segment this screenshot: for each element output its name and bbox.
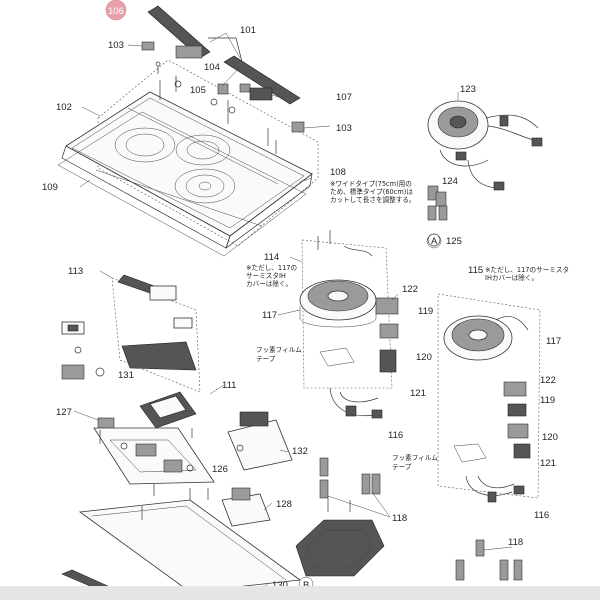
label-102: 102 [56, 102, 72, 113]
label-125: 125 [446, 236, 462, 247]
note-108-line3: カットして長さを調整する。 [330, 195, 416, 204]
part-labels: 101 103 104 105 107 102 103 109 108 123 … [42, 25, 561, 592]
label-116-b: 116 [534, 510, 549, 521]
circuit-board-111 [139, 391, 197, 429]
label-128: 128 [276, 499, 292, 510]
note-108-line1: ※ワイドタイプ(75cm)用の [330, 179, 412, 188]
leader-lines [73, 32, 513, 589]
coil-base-bottom [295, 519, 385, 577]
label-114: 114 [264, 252, 279, 263]
label-120-a: 120 [416, 352, 432, 363]
label-103-a: 103 [108, 40, 124, 51]
label-122-a: 122 [402, 284, 418, 295]
label-105: 105 [190, 85, 206, 96]
label-120-b: 120 [542, 432, 558, 443]
label-circle-a: A [431, 236, 438, 247]
label-109: 109 [42, 182, 58, 193]
induction-coil-117-left [299, 230, 399, 419]
film-note-a-line2: テープ [256, 355, 276, 363]
label-117-a: 117 [262, 310, 277, 321]
main-board-126 [93, 427, 215, 485]
label-119-b: 119 [540, 395, 555, 406]
note-114-line2: サーミスタIH [246, 271, 286, 280]
label-104: 104 [204, 62, 220, 73]
label-121-a: 121 [410, 388, 426, 399]
label-121-b: 121 [540, 458, 556, 469]
label-119-a: 119 [418, 306, 433, 317]
label-131: 131 [118, 370, 134, 381]
note-114-line1: ※ただし、117の [246, 264, 297, 272]
badge-label: 106 [108, 6, 124, 17]
control-unit-113 [111, 274, 201, 393]
film-note-b-line1: フッ素フィルム [392, 453, 438, 462]
label-130: 130 [272, 580, 288, 591]
springs-118-center [319, 457, 381, 512]
label-124: 124 [442, 176, 458, 187]
top-plate-assembly [57, 59, 319, 257]
label-126: 126 [212, 464, 228, 475]
film-note-b-line2: テープ [392, 463, 412, 471]
part-106-badge: 106 [105, 0, 127, 21]
label-113: 113 [68, 266, 83, 277]
label-107: 107 [336, 92, 352, 103]
label-123: 123 [460, 84, 476, 95]
bottom-scroll-strip [0, 586, 600, 600]
label-117-b: 117 [546, 336, 561, 347]
label-111: 111 [222, 380, 236, 391]
badge-circle [105, 0, 127, 21]
label-122-b: 122 [540, 375, 556, 386]
left-small-parts [61, 321, 115, 431]
induction-coil-117-right [437, 293, 541, 503]
small-brackets [141, 41, 305, 133]
board-128 [221, 487, 271, 527]
label-108: 108 [330, 167, 346, 178]
note-115-line1: ※ただし、117のサーミスタ [485, 265, 569, 274]
notes: ※ワイドタイプ(75cm)用の ため、標準タイプ(60cm)は カットして長さを… [246, 179, 569, 471]
note-115-line2: IHカバーは除く。 [485, 273, 538, 282]
label-118-b: 118 [508, 537, 523, 548]
fan-unit-123 [427, 100, 543, 247]
springs-118-right [455, 539, 523, 581]
screws [99, 61, 209, 520]
circle-a-ring [426, 233, 442, 249]
board-132 [227, 411, 293, 471]
label-103-b: 103 [336, 123, 352, 134]
label-115: 115 [468, 265, 483, 276]
note-114-line3: カバーは除く。 [246, 279, 292, 288]
film-note-a-line1: フッ素フィルム [256, 345, 302, 354]
label-101: 101 [240, 25, 256, 36]
label-116-a: 116 [388, 430, 403, 441]
label-127: 127 [56, 407, 72, 418]
label-132: 132 [292, 446, 308, 457]
note-108-line2: ため、標準タイプ(60cm)は [330, 187, 413, 196]
label-118-a: 118 [392, 513, 407, 524]
label-circle-b: B [303, 580, 309, 591]
